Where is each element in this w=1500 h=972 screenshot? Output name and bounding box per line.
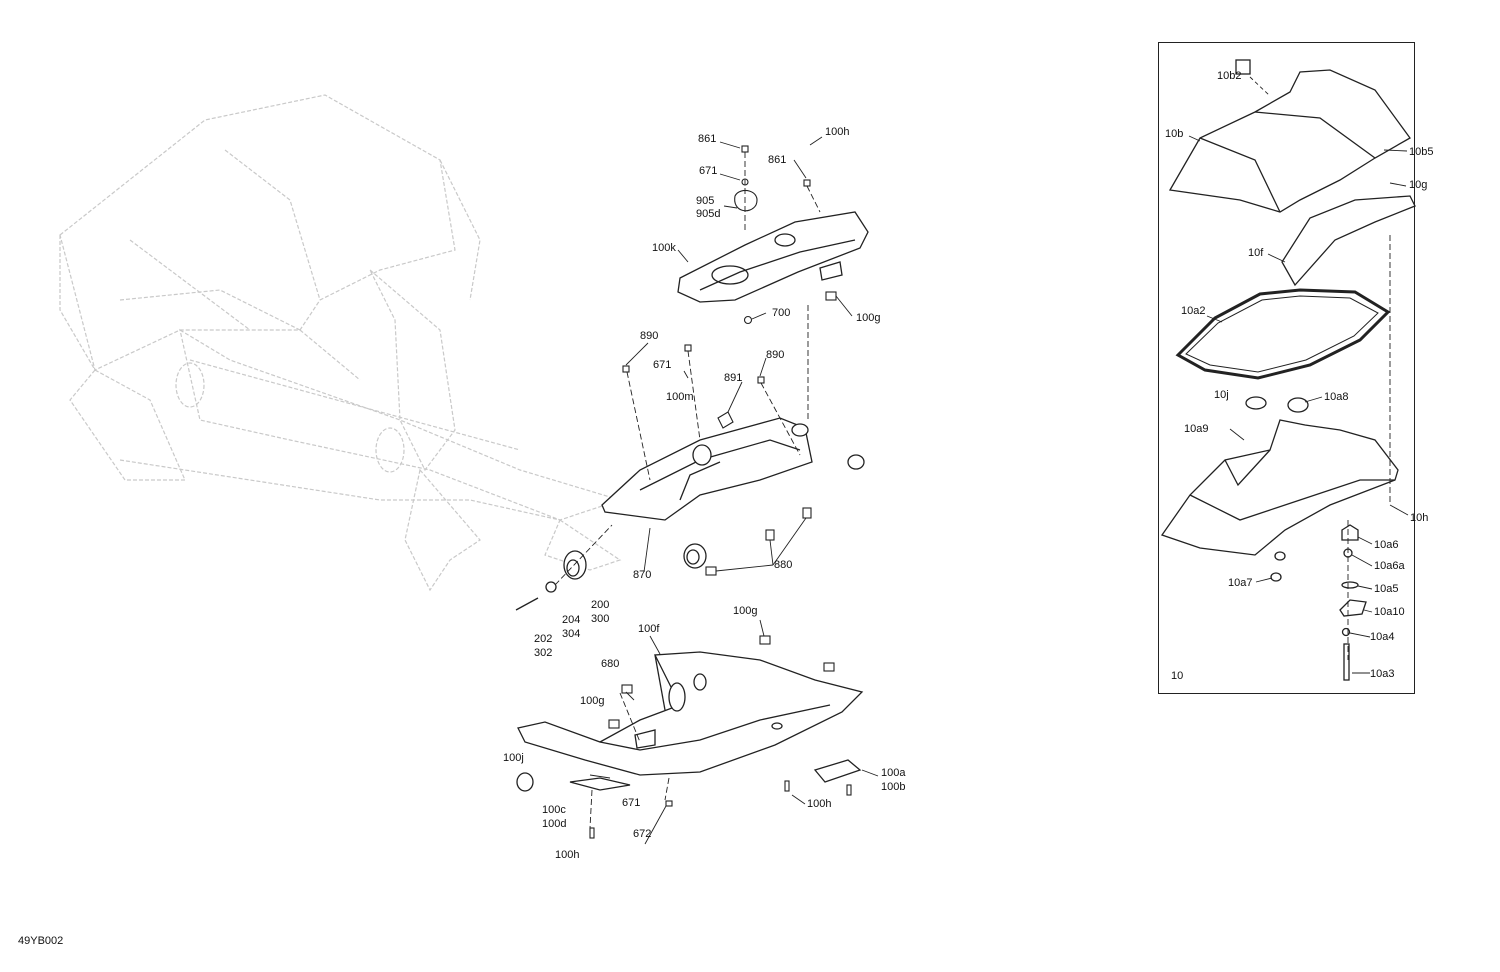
callout-10b: 10b xyxy=(1165,128,1184,140)
drawing-code: 49YB002 xyxy=(18,935,64,947)
callout-10a9: 10a9 xyxy=(1184,423,1209,435)
callout-891: 891 xyxy=(724,372,743,384)
callout-100d: 100d xyxy=(542,818,567,830)
callout-302: 302 xyxy=(534,647,553,659)
callout-680: 680 xyxy=(601,658,620,670)
callout-100m: 100m xyxy=(666,391,694,403)
callout-100a: 100a xyxy=(881,767,906,779)
callout-870: 870 xyxy=(633,569,652,581)
callout-10a7: 10a7 xyxy=(1228,577,1253,589)
callout-100c: 100c xyxy=(542,804,566,816)
upper-cover-100k xyxy=(677,211,869,303)
callout-905d: 905d xyxy=(696,208,721,220)
callout-202: 202 xyxy=(534,633,553,645)
callout-10f: 10f xyxy=(1248,247,1264,259)
callout-200: 200 xyxy=(591,599,610,611)
callout-100b: 100b xyxy=(881,781,906,793)
callout-100g: 100g xyxy=(580,695,605,707)
callout-10a4: 10a4 xyxy=(1370,631,1395,643)
detail-inset-frame xyxy=(1158,42,1415,694)
callout-10a3: 10a3 xyxy=(1370,668,1395,680)
inset-reference-number: 10 xyxy=(1171,670,1184,682)
callout-10j: 10j xyxy=(1214,389,1229,401)
callout-10a10: 10a10 xyxy=(1374,606,1405,618)
callout-890: 890 xyxy=(640,330,659,342)
ghost-frame xyxy=(59,94,622,592)
alignment-lines xyxy=(554,152,821,829)
inset-lines xyxy=(1188,76,1409,674)
callout-204: 204 xyxy=(562,614,581,626)
callout-10a6: 10a6 xyxy=(1374,539,1399,551)
callout-10a2: 10a2 xyxy=(1181,305,1206,317)
callout-671: 671 xyxy=(622,797,641,809)
callout-100h: 100h xyxy=(555,849,580,861)
callout-861: 861 xyxy=(768,154,787,166)
callout-10b2: 10b2 xyxy=(1217,70,1242,82)
callout-100f: 100f xyxy=(638,623,660,635)
callout-10h: 10h xyxy=(1410,512,1429,524)
callout-100g: 100g xyxy=(733,605,758,617)
callout-100k: 100k xyxy=(652,242,676,254)
callout-100h: 100h xyxy=(807,798,832,810)
callout-10b5: 10b5 xyxy=(1409,146,1434,158)
callout-700: 700 xyxy=(772,307,791,319)
callout-880: 880 xyxy=(774,559,793,571)
storage-tray-870 xyxy=(601,417,865,521)
callout-10g: 10g xyxy=(1409,179,1428,191)
callout-100j: 100j xyxy=(503,752,524,764)
callout-10a8: 10a8 xyxy=(1324,391,1349,403)
callout-890: 890 xyxy=(766,349,785,361)
callout-10a6a: 10a6a xyxy=(1374,560,1405,572)
fasteners xyxy=(589,145,852,839)
callout-300: 300 xyxy=(591,613,610,625)
skid-plate-100f xyxy=(516,651,864,792)
callout-905: 905 xyxy=(696,195,715,207)
leader-lines xyxy=(589,136,879,845)
callout-671: 671 xyxy=(699,165,718,177)
callout-672: 672 xyxy=(633,828,652,840)
callout-100g: 100g xyxy=(856,312,881,324)
callout-304: 304 xyxy=(562,628,581,640)
callout-861: 861 xyxy=(698,133,717,145)
callout-100h: 100h xyxy=(825,126,850,138)
callout-10a5: 10a5 xyxy=(1374,583,1399,595)
callout-671: 671 xyxy=(653,359,672,371)
